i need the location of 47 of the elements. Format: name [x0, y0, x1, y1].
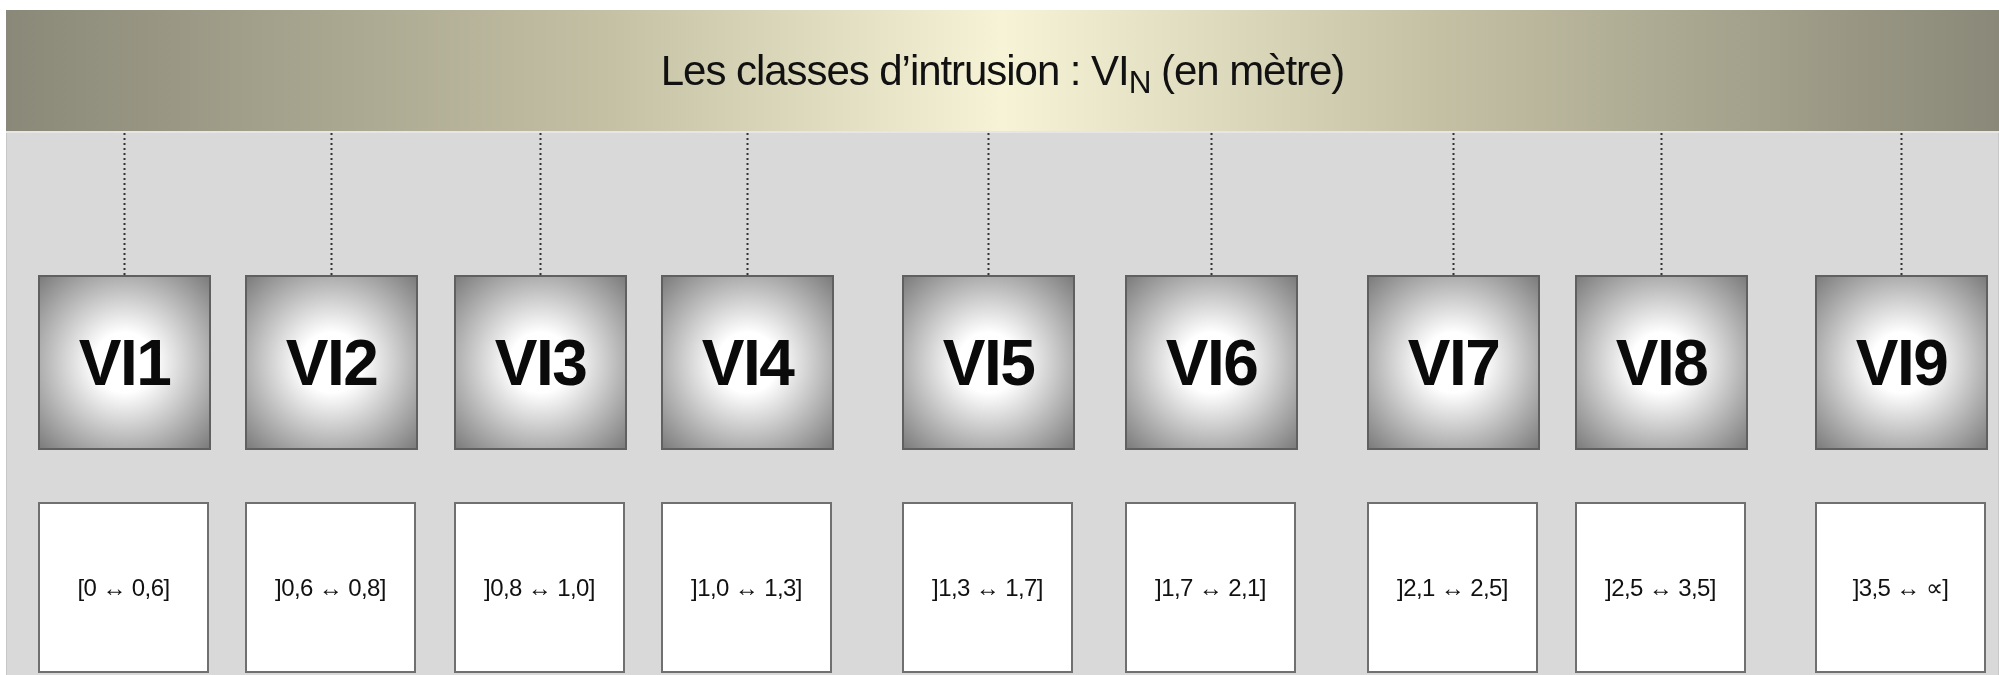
dotted-connector: [330, 132, 333, 276]
range-label: [0 ↔ 0,6]: [77, 572, 170, 603]
dotted-connector: [746, 132, 749, 276]
range-box: [661, 502, 832, 673]
class-label: VI1: [78, 325, 171, 401]
range-label: ]2,1 ↔ 2,5]: [1397, 572, 1508, 603]
class-box: [1575, 275, 1748, 450]
class-label: VI6: [1165, 325, 1258, 401]
range-box: [454, 502, 625, 673]
class-box: [1367, 275, 1540, 450]
dotted-connector: [1660, 132, 1663, 276]
class-label: VI9: [1855, 325, 1948, 401]
range-box: [1125, 502, 1296, 673]
dotted-connector: [1210, 132, 1213, 276]
range-label: ]2,5 ↔ 3,5]: [1605, 572, 1716, 603]
range-box: [1815, 502, 1986, 673]
range-label: ]0,6 ↔ 0,8]: [275, 572, 386, 603]
title-text: Les classes d’intrusion : VI$_{N}$ (en mètre): [660, 46, 1345, 102]
range-box: [902, 502, 1073, 673]
dotted-connector: [1452, 132, 1455, 276]
range-label: ]0,8 ↔ 1,0]: [484, 572, 595, 603]
range-box: [1575, 502, 1746, 673]
class-label: VI7: [1407, 325, 1500, 401]
dotted-connector: [987, 132, 990, 276]
range-label: ]1,3 ↔ 1,7]: [932, 572, 1043, 603]
class-label: VI8: [1615, 325, 1708, 401]
class-box: [661, 275, 834, 450]
range-label: ]1,0 ↔ 1,3]: [691, 572, 802, 603]
class-box: [1125, 275, 1298, 450]
class-label: VI2: [285, 325, 378, 401]
class-box: [245, 275, 418, 450]
dotted-connector: [539, 132, 542, 276]
dotted-connector: [1900, 132, 1903, 276]
class-label: VI3: [494, 325, 587, 401]
range-label: ]1,7 ↔ 2,1]: [1155, 572, 1266, 603]
range-box: [38, 502, 209, 673]
range-box: [245, 502, 416, 673]
dotted-connector: [123, 132, 126, 276]
title-band: [6, 10, 1999, 133]
range-box: [1367, 502, 1538, 673]
class-box: [902, 275, 1075, 450]
class-box: [454, 275, 627, 450]
class-box: [38, 275, 211, 450]
range-label: ]3,5 ↔ ∝]: [1852, 572, 1949, 603]
class-box: [1815, 275, 1988, 450]
class-label: VI4: [701, 325, 794, 401]
class-label: VI5: [942, 325, 1035, 401]
